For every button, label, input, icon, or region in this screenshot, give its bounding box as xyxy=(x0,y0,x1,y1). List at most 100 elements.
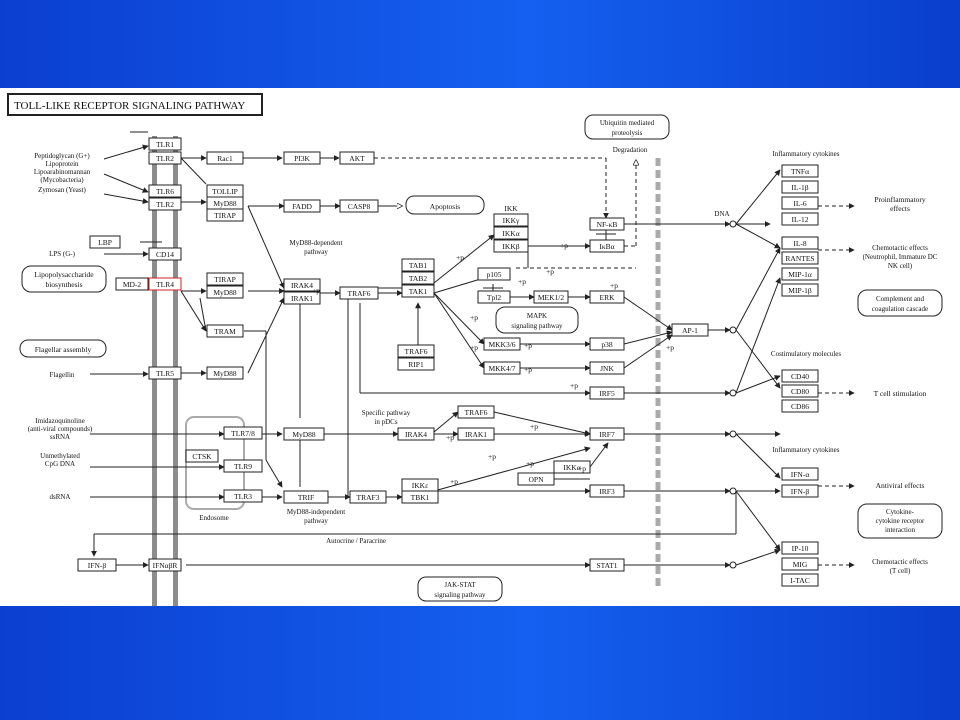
gene-nfkb[interactable]: NF-κB xyxy=(589,217,625,231)
pathway-link-complement[interactable]: Complement and coagulation cascade xyxy=(857,289,943,317)
gene-label-stat1: STAT1 xyxy=(596,561,617,570)
gene-tlr1[interactable]: TLR1 xyxy=(148,137,182,151)
gene-erk[interactable]: ERK xyxy=(589,290,625,304)
costimulatory-label: Costimulatory molecules xyxy=(771,350,841,358)
pathway-link-jakstat[interactable]: JAK-STAT signaling pathway xyxy=(417,576,503,602)
gene-il8[interactable]: IL-8 xyxy=(781,236,819,250)
gene-tab2[interactable]: TAB2 xyxy=(401,271,435,285)
gene-tak1[interactable]: TAK1 xyxy=(401,284,435,298)
gene-mkk36[interactable]: MKK3/6 xyxy=(483,337,521,351)
gene-irf7[interactable]: IRF7 xyxy=(589,427,625,441)
gene-traf6[interactable]: TRAF6 xyxy=(339,286,379,300)
gene-tlr2b[interactable]: TLR2 xyxy=(148,197,182,211)
gene-cd80[interactable]: CD80 xyxy=(781,384,819,398)
gene-ikkb[interactable]: IKKβ xyxy=(493,239,529,253)
gene-akt[interactable]: AKT xyxy=(339,151,375,165)
gene-irak1[interactable]: IRAK1 xyxy=(283,291,321,305)
gene-rip1[interactable]: RIP1 xyxy=(397,357,435,371)
gene-rantes[interactable]: RANTES xyxy=(781,251,819,265)
gene-ikkg[interactable]: IKKγ xyxy=(493,213,529,227)
gene-tlr9[interactable]: TLR9 xyxy=(223,459,263,473)
pathway-link-apoptosis[interactable]: Apoptosis xyxy=(405,195,485,215)
gene-label-tab2: TAB2 xyxy=(409,274,427,283)
gene-label-itac: I-TAC xyxy=(790,576,809,585)
pathway-link-cytokine[interactable]: Cytokine- cytokine receptor interaction xyxy=(857,503,943,539)
gene-mig[interactable]: MIG xyxy=(781,557,819,571)
pathway-link-ubiquitin[interactable]: Ubiquitin mediated proteolysis xyxy=(584,114,670,140)
gene-rac1[interactable]: Rac1 xyxy=(206,151,244,165)
gene-tlr2a[interactable]: TLR2 xyxy=(148,151,182,165)
gene-label-mip1a: MIP-1α xyxy=(788,270,812,279)
gene-cd86[interactable]: CD86 xyxy=(781,399,819,413)
gene-label-nfkb: NF-κB xyxy=(597,220,618,229)
gene-ctsk[interactable]: CTSK xyxy=(185,449,219,463)
gene-ifnb[interactable]: IFN-β xyxy=(781,484,819,498)
gene-fadd[interactable]: FADD xyxy=(283,199,321,213)
gene-tlr4[interactable]: TLR4 xyxy=(148,277,182,291)
gene-lbp[interactable]: LBP xyxy=(89,235,121,249)
gene-cd14[interactable]: CD14 xyxy=(148,247,182,261)
gene-tnfa[interactable]: TNFα xyxy=(781,164,819,178)
gene-tlr78[interactable]: TLR7/8 xyxy=(223,426,263,440)
gene-myd88c[interactable]: MyD88 xyxy=(206,366,244,380)
gene-cd40[interactable]: CD40 xyxy=(781,369,819,383)
gene-ifnb_l[interactable]: IFN-β xyxy=(77,558,117,572)
gene-tirapa[interactable]: TIRAP xyxy=(206,208,244,222)
gene-ap1[interactable]: AP-1 xyxy=(671,323,709,337)
gene-ifna[interactable]: IFN-α xyxy=(781,467,819,481)
gene-irf3[interactable]: IRF3 xyxy=(589,484,625,498)
gene-il6[interactable]: IL-6 xyxy=(781,196,819,210)
gene-pi3k[interactable]: PI3K xyxy=(283,151,321,165)
gene-tlr6[interactable]: TLR6 xyxy=(148,184,182,198)
gene-mip1a[interactable]: MIP-1α xyxy=(781,267,819,281)
gene-tpl2[interactable]: Tpl2 xyxy=(477,290,511,304)
gene-p38[interactable]: p38 xyxy=(589,337,625,351)
gene-il12[interactable]: IL-12 xyxy=(781,212,819,226)
gene-tollip[interactable]: TOLLIP xyxy=(206,184,244,198)
gene-mek12[interactable]: MEK1/2 xyxy=(533,290,569,304)
gene-irak4[interactable]: IRAK4 xyxy=(283,278,321,292)
gene-tab1[interactable]: TAB1 xyxy=(401,258,435,272)
gene-traf6b[interactable]: TRAF6 xyxy=(397,344,435,358)
gene-md2[interactable]: MD-2 xyxy=(115,277,149,291)
gene-opn[interactable]: OPN xyxy=(517,472,555,486)
gene-tram[interactable]: TRAM xyxy=(206,324,244,338)
svg-text:signaling pathway: signaling pathway xyxy=(511,322,563,330)
gene-mkk47[interactable]: MKK4/7 xyxy=(483,361,521,375)
gene-traf6c[interactable]: TRAF6 xyxy=(457,405,495,419)
gene-casp8[interactable]: CASP8 xyxy=(339,199,379,213)
pathway-link-flagellar[interactable]: Flagellar assembly xyxy=(19,339,107,358)
gene-il1b[interactable]: IL-1β xyxy=(781,180,819,194)
gene-myd88d[interactable]: MyD88 xyxy=(283,427,325,441)
gene-tbk1[interactable]: TBK1 xyxy=(401,490,439,504)
gene-ip10[interactable]: IP-10 xyxy=(781,541,819,555)
pathway-link-lipopolysaccharide[interactable]: Lipopolysaccharide biosynthesis xyxy=(21,265,107,293)
pathway-link-mapk[interactable]: MAPK signaling pathway xyxy=(495,306,579,334)
gene-ikba[interactable]: IκBα xyxy=(589,239,625,253)
gene-jnk[interactable]: JNK xyxy=(589,361,625,375)
gene-ikke[interactable]: IKKε xyxy=(401,478,439,492)
gene-label-ifnabr: IFNαβR xyxy=(153,561,178,570)
gene-label-ikka: IKKα xyxy=(502,229,519,238)
gene-tirapb[interactable]: TIRAP xyxy=(206,272,244,286)
gene-irak1b[interactable]: IRAK1 xyxy=(457,427,495,441)
gene-label-tab1: TAB1 xyxy=(409,261,427,270)
gene-ikkab[interactable]: IKKα xyxy=(553,460,591,474)
gene-label-opn: OPN xyxy=(528,475,544,484)
gene-tlr5[interactable]: TLR5 xyxy=(148,366,182,380)
gene-tlr3[interactable]: TLR3 xyxy=(223,489,263,503)
gene-irak4b[interactable]: IRAK4 xyxy=(397,427,435,441)
gene-ikka[interactable]: IKKα xyxy=(493,226,529,240)
gene-p105[interactable]: p105 xyxy=(477,267,511,281)
gene-trif[interactable]: TRIF xyxy=(283,490,329,504)
dna-label: DNA xyxy=(714,210,729,218)
gene-traf3[interactable]: TRAF3 xyxy=(349,490,387,504)
gene-myd88a[interactable]: MyD88 xyxy=(206,196,244,210)
gene-itac[interactable]: I-TAC xyxy=(781,573,819,587)
gene-mip1b[interactable]: MIP-1β xyxy=(781,283,819,297)
gene-label-ikkab: IKKα xyxy=(563,463,580,472)
gene-stat1[interactable]: STAT1 xyxy=(589,558,625,572)
gene-irf5[interactable]: IRF5 xyxy=(589,386,625,400)
gene-myd88b[interactable]: MyD88 xyxy=(206,285,244,299)
gene-ifnabr[interactable]: IFNαβR xyxy=(148,558,182,572)
